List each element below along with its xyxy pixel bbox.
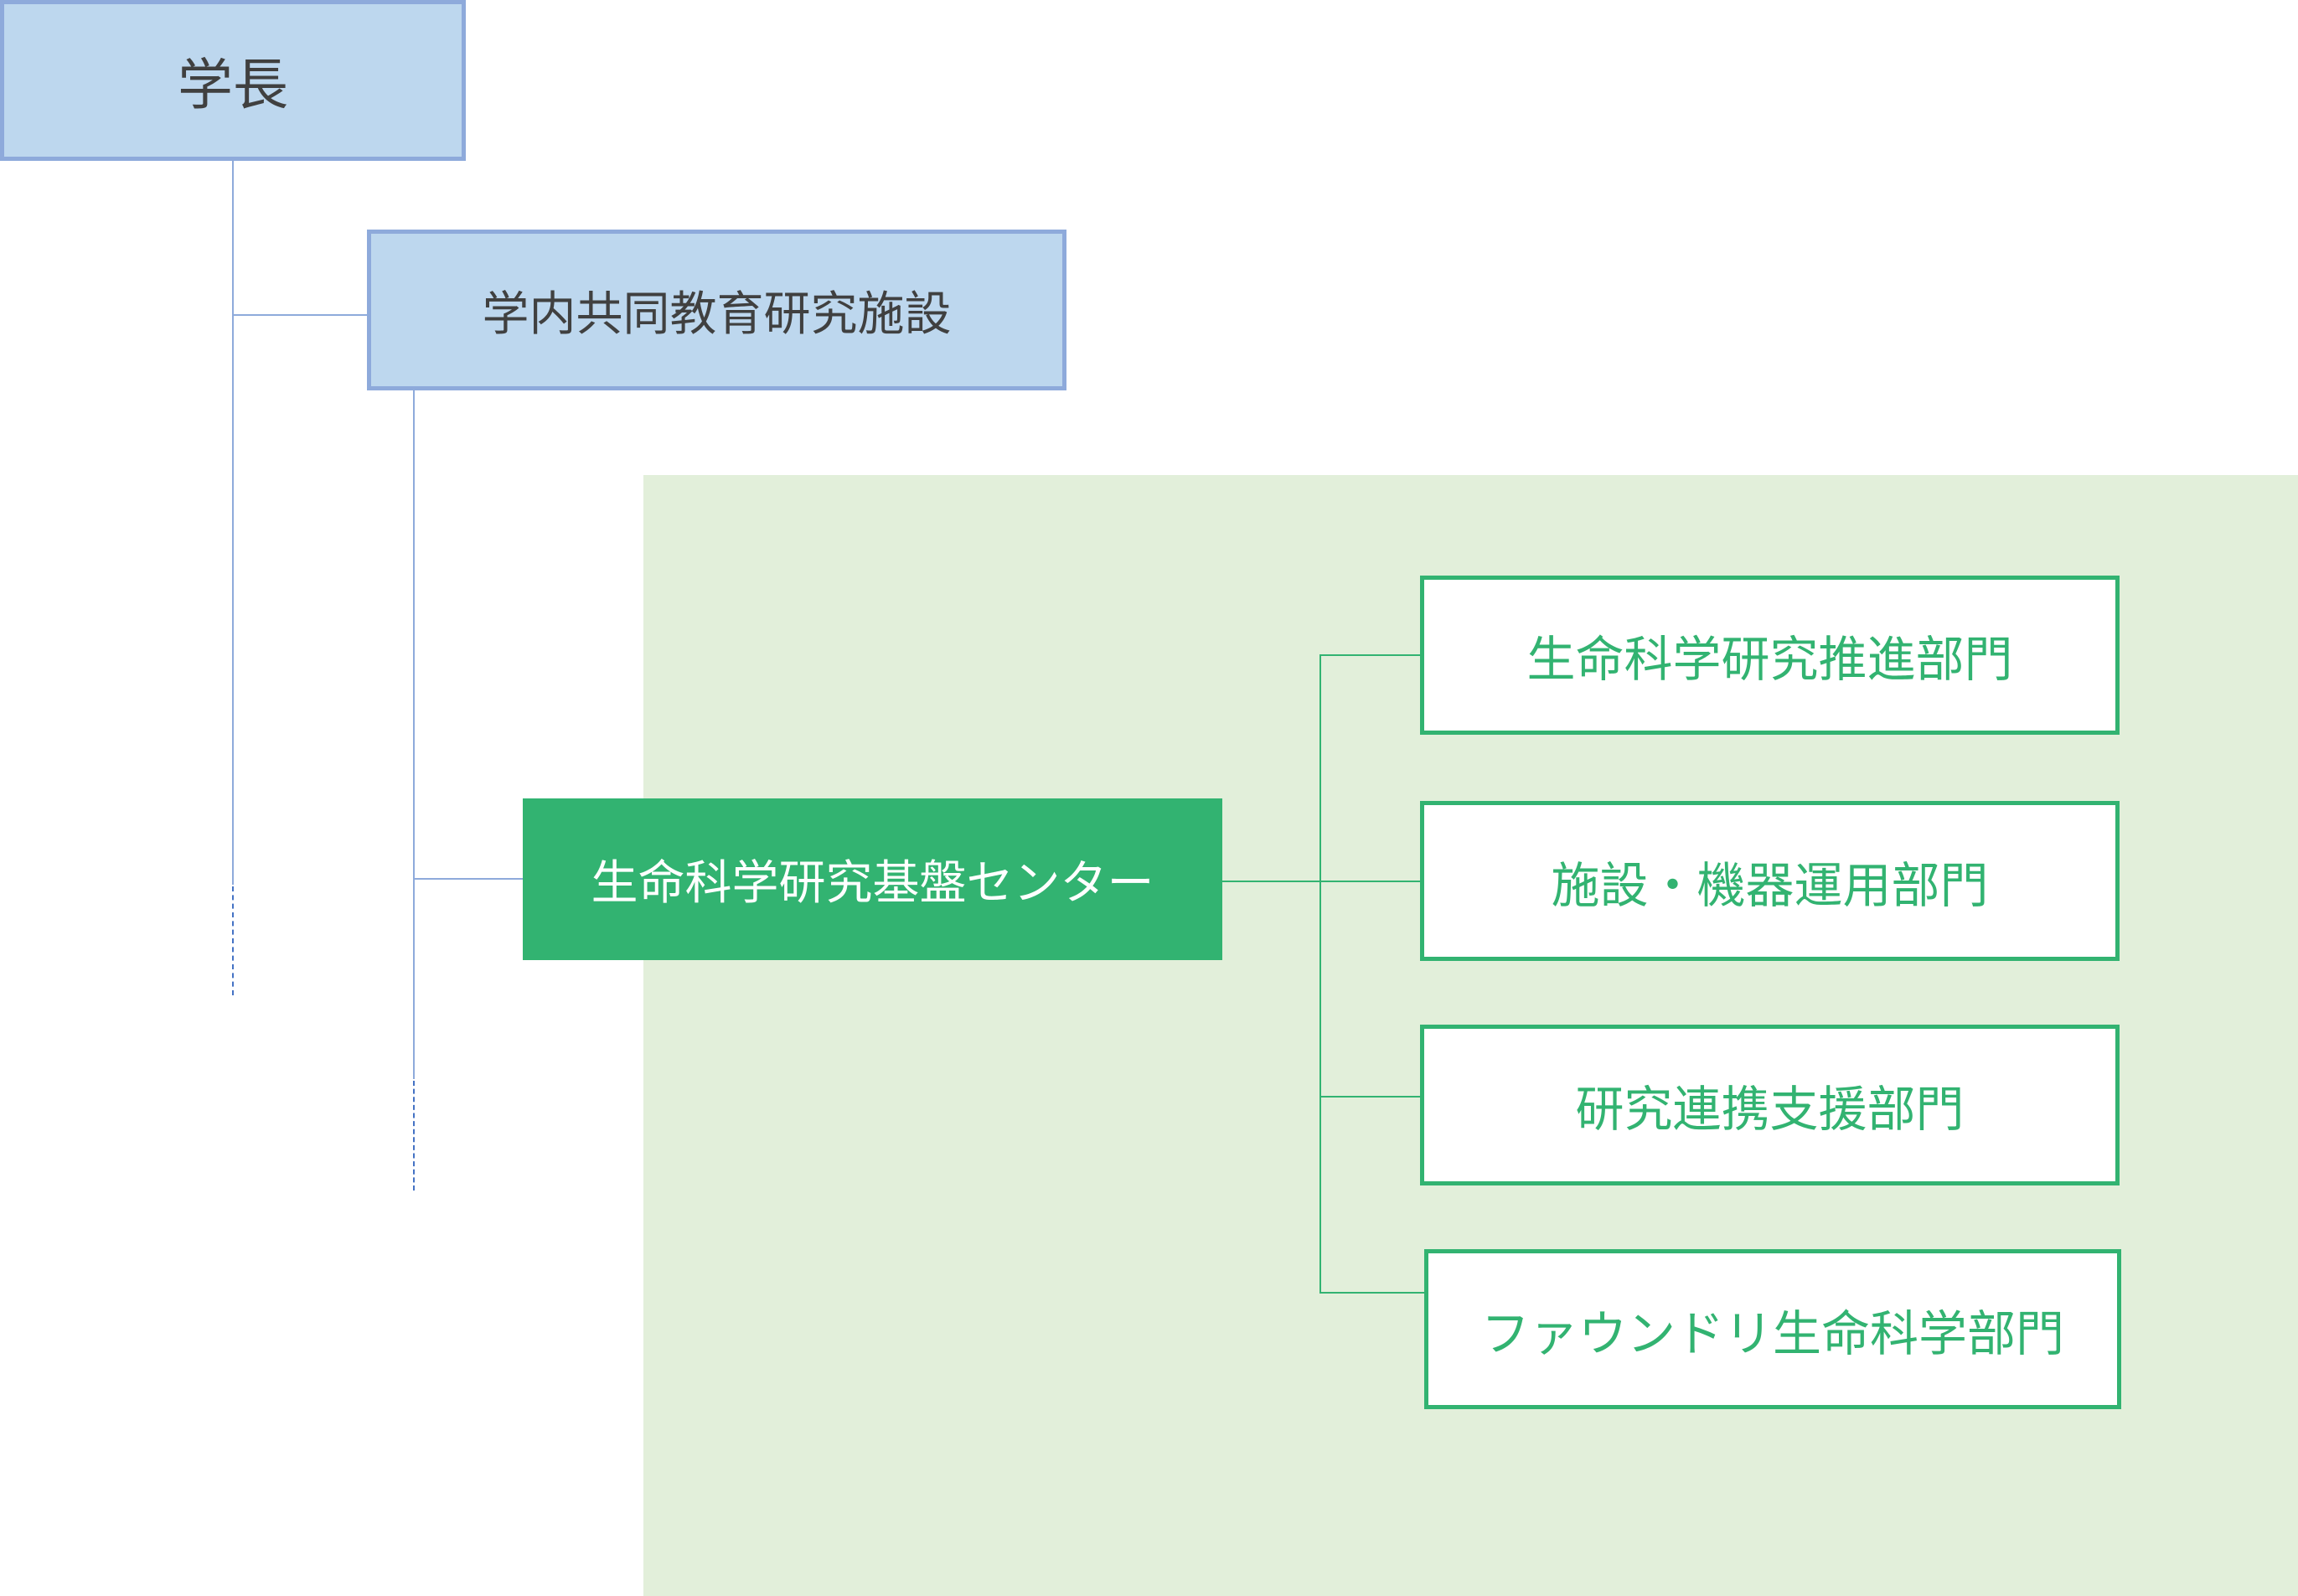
facility-connector-continuation [413, 1081, 415, 1191]
division-box: ファウンドリ生命科学部門 [1424, 1249, 2121, 1409]
center-box: 生命科学研究基盤センター [523, 798, 1222, 960]
divisions-trunk-line [1319, 654, 1321, 1294]
division-branch-line [1319, 1096, 1421, 1098]
division-label: 研究連携支援部門 [1575, 1081, 1965, 1138]
facility-box: 学内共同教育研究施設 [367, 230, 1066, 390]
division-box: 生命科学研究推進部門 [1420, 576, 2120, 735]
president-label: 学長 [178, 53, 288, 117]
facility-label: 学内共同教育研究施設 [482, 287, 952, 342]
president-connector-continuation [232, 886, 234, 995]
division-label: 生命科学研究推進部門 [1526, 631, 2013, 688]
facility-to-center-line [413, 878, 530, 880]
division-box: 研究連携支援部門 [1420, 1025, 2120, 1185]
center-label: 生命科学研究基盤センター [591, 856, 1154, 911]
president-to-facility-line [232, 314, 368, 316]
president-box: 学長 [0, 0, 466, 161]
division-branch-line [1319, 1292, 1425, 1294]
division-label: ファウンドリ生命科学部門 [1480, 1304, 2064, 1362]
facility-connector-line [413, 390, 415, 1079]
president-connector-line [232, 161, 234, 885]
division-label: 施設・機器運用部門 [1551, 856, 1989, 914]
center-to-divisions-line [1222, 881, 1421, 882]
division-branch-line [1319, 654, 1421, 656]
division-box: 施設・機器運用部門 [1420, 801, 2120, 961]
